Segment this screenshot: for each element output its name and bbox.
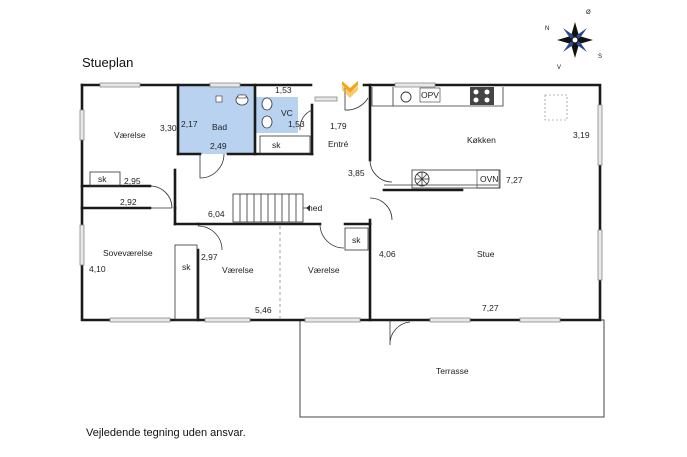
compass-n: N [545,26,549,32]
room-label-vaerelse-mid: Værelse [222,265,254,275]
dim-2-17: 2,17 [181,119,198,129]
dim-1-53-b: 1,53 [288,119,305,129]
plan-title: Stueplan [82,55,133,70]
room-label-vc: VC [281,108,293,118]
label-ovn: OVN [480,174,498,184]
entrance-arrow-icon [342,81,358,98]
doors [149,85,411,346]
room-label-terrasse: Terrasse [436,366,469,376]
dim-2-95: 2,95 [124,176,141,186]
room-label-sovevaerelse: Soveværelse [103,248,153,258]
label-sk-4: sk [272,140,281,150]
dim-1-53-a: 1,53 [275,85,292,95]
dim-7-27-a: 7,27 [506,175,523,185]
dim-2-49: 2,49 [210,141,227,151]
windows [79,82,603,323]
label-sk-2: sk [182,262,191,272]
fan-icon [415,172,429,186]
room-label-vaerelse-mid2: Værelse [308,265,340,275]
compass-s: S [598,54,602,60]
dim-3-85: 3,85 [348,168,365,178]
dim-5-46: 5,46 [255,305,272,315]
compass-rose-icon [557,22,593,58]
dim-1-79: 1,79 [330,121,347,131]
stairs [232,193,310,223]
wardrobes [89,135,369,321]
label-ned: ned [308,203,322,213]
dim-7-27-b: 7,27 [482,303,499,313]
label-sk-1: sk [98,174,107,184]
room-label-kokken: Køkken [467,135,496,145]
dim-3-30: 3,30 [160,123,177,133]
room-label-vaerelse-nw: Værelse [114,130,146,140]
label-opv: OPV [421,90,439,100]
bathroom-fixtures [215,94,273,129]
room-label-bad: Bad [212,122,227,132]
interior-walls [80,83,498,322]
room-label-stue: Stue [477,249,495,259]
dim-4-10: 4,10 [89,264,106,274]
dim-3-19: 3,19 [573,130,590,140]
dim-2-97: 2,97 [201,252,218,262]
compass-v: V [557,65,561,71]
label-sk-3: sk [352,235,361,245]
dim-6-04: 6,04 [208,209,225,219]
room-label-entre: Entré [328,139,349,149]
compass-o: Ø [586,10,591,16]
dim-2-92: 2,92 [120,197,137,207]
dim-4-06: 4,06 [379,249,396,259]
disclaimer-text: Vejledende tegning uden ansvar. [86,427,246,439]
